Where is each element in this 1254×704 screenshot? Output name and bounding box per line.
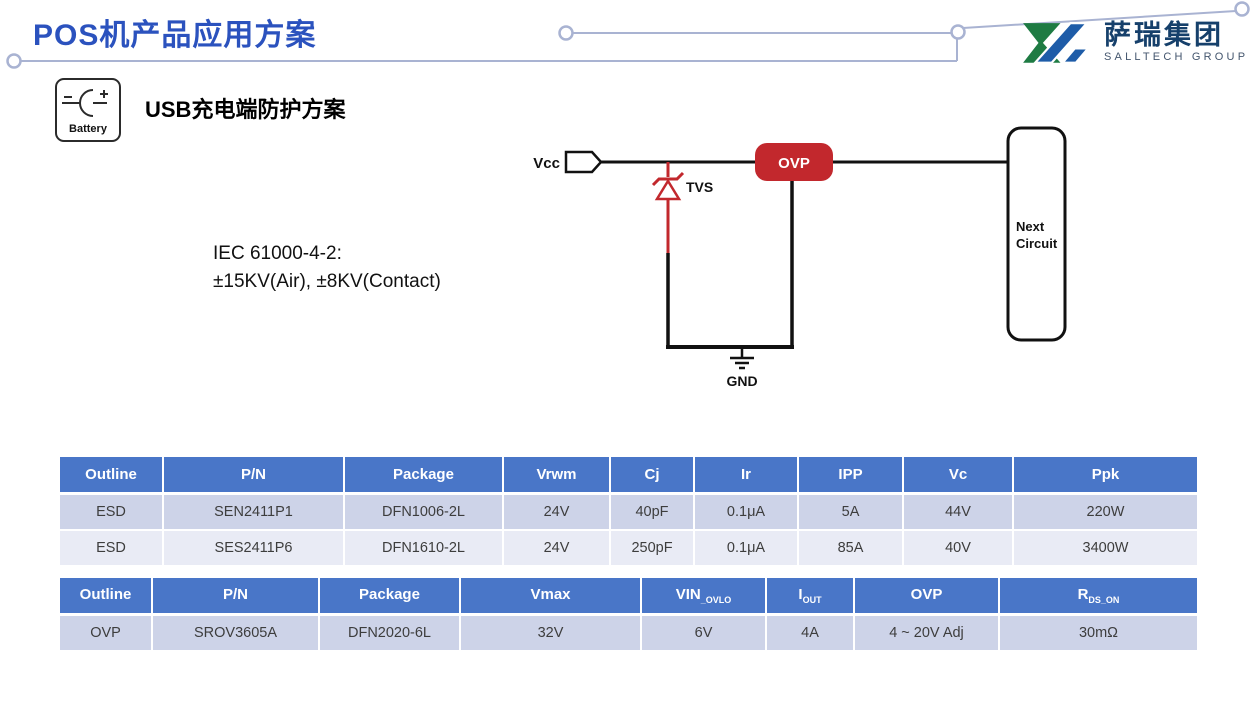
t1-header-cj: Cj <box>609 455 695 495</box>
t1-header-outline: Outline <box>58 455 164 495</box>
logo-name-cn: 萨瑞集团 <box>1104 20 1224 50</box>
deco-circle <box>6 53 22 69</box>
hdr-base: Package <box>359 586 420 603</box>
section-title: USB充电端防护方案 <box>145 97 346 122</box>
t1-cell: 0.1μA <box>693 492 799 531</box>
hdr-base: I <box>798 586 803 603</box>
deco-circle <box>558 25 574 41</box>
decorative-lines <box>6 1 1250 69</box>
hdr-sub: OUT <box>802 595 822 605</box>
battery-label: Battery <box>69 123 107 135</box>
table-header-row: Outline P/N Package Vrwm Cj Ir IPP Vc Pp… <box>58 455 1199 495</box>
tvs-label: TVS <box>686 179 713 195</box>
table-row: ESD SEN2411P1 DFN1006-2L 24V 40pF 0.1μA … <box>58 492 1199 531</box>
t2-cell: OVP <box>58 613 153 652</box>
deco-circle <box>950 24 966 40</box>
next-circuit-label-line1: Next <box>1016 219 1045 234</box>
t1-cell: 220W <box>1012 492 1199 531</box>
logo-name-en: SALLTECH GROUP <box>1104 51 1249 63</box>
logo-text: 萨瑞集团 SALLTECH GROUP <box>1104 22 1248 63</box>
salltech-logo-icon <box>1023 22 1091 64</box>
t1-cell: DFN1006-2L <box>343 492 504 531</box>
hdr-sub: DS_ON <box>1088 595 1120 605</box>
table-row: ESD SES2411P6 DFN1610-2L 24V 250pF 0.1μA… <box>58 529 1199 567</box>
hdr-base: OVP <box>910 586 943 603</box>
parts-tables: Outline P/N Package Vrwm Cj Ir IPP Vc Pp… <box>58 455 1199 652</box>
battery-icon: Battery <box>55 78 121 142</box>
t2-header-pn: P/N <box>151 576 320 616</box>
ovp-parts-table: Outline P/N Package Vmax VIN_OVLO IOUT O… <box>58 576 1199 652</box>
t2-cell: SROV3605A <box>151 613 320 652</box>
t2-cell: 4 ~ 20V Adj <box>853 613 1000 652</box>
t1-cell: 40V <box>902 529 1014 567</box>
ovp-label: OVP <box>778 155 810 172</box>
t1-header-vc: Vc <box>902 455 1014 495</box>
t1-header-pn: P/N <box>162 455 345 495</box>
t2-header-package: Package <box>318 576 461 616</box>
vcc-label: Vcc <box>533 155 560 172</box>
circuit-diagram: Vcc TVS OVP GND Next Circuit <box>533 126 1067 389</box>
next-circuit-label-line2: Circuit <box>1016 236 1058 251</box>
t1-cell: 250pF <box>609 529 695 567</box>
t2-header-ovp: OVP <box>853 576 1000 616</box>
t1-cell: 24V <box>502 492 611 531</box>
iec-line2: ±15KV(Air), ±8KV(Contact) <box>213 271 441 292</box>
company-logo: 萨瑞集团 SALLTECH GROUP <box>1016 22 1248 66</box>
page-title: POS机产品应用方案 <box>33 19 317 52</box>
hdr-sub: _OVLO <box>700 595 732 605</box>
vcc-connector <box>564 150 603 174</box>
esd-parts-table: Outline P/N Package Vrwm Cj Ir IPP Vc Pp… <box>58 455 1199 567</box>
t1-header-vrwm: Vrwm <box>502 455 611 495</box>
t1-cell: 24V <box>502 529 611 567</box>
t1-cell: 85A <box>797 529 904 567</box>
t1-cell: ESD <box>58 492 164 531</box>
ovp-block <box>755 143 833 181</box>
t2-cell: 6V <box>640 613 767 652</box>
t1-cell: 3400W <box>1012 529 1199 567</box>
t1-header-ir: Ir <box>693 455 799 495</box>
hdr-base: Vmax <box>530 586 571 603</box>
t1-header-ppk: Ppk <box>1012 455 1199 495</box>
iec-note: IEC 61000-4-2: ±15KV(Air), ±8KV(Contact) <box>213 240 441 296</box>
t1-cell: 5A <box>797 492 904 531</box>
t1-header-package: Package <box>343 455 504 495</box>
table-header-row: Outline P/N Package Vmax VIN_OVLO IOUT O… <box>58 576 1199 616</box>
t2-header-vmax: Vmax <box>459 576 642 616</box>
t1-cell: SEN2411P1 <box>162 492 345 531</box>
hdr-base: VIN <box>675 586 701 603</box>
t1-cell: SES2411P6 <box>162 529 345 567</box>
battery-symbol-icon <box>62 89 108 117</box>
gnd-label: GND <box>726 373 757 389</box>
hdr-base: P/N <box>222 586 248 603</box>
t2-cell: DFN2020-6L <box>318 613 461 652</box>
t1-cell: 40pF <box>609 492 695 531</box>
t1-cell: ESD <box>58 529 164 567</box>
next-circuit-block <box>1006 126 1067 342</box>
t1-cell: DFN1610-2L <box>343 529 504 567</box>
t2-cell: 4A <box>765 613 855 652</box>
deco-circle <box>1234 1 1250 17</box>
t2-header-outline: Outline <box>58 576 153 616</box>
t2-cell: 30mΩ <box>998 613 1199 652</box>
t2-header-rdson: RDS_ON <box>998 576 1199 616</box>
ground-symbol-icon <box>730 347 754 370</box>
table-row: OVP SROV3605A DFN2020-6L 32V 6V 4A 4 ~ 2… <box>58 613 1199 652</box>
iec-line1: IEC 61000-4-2: <box>213 243 342 264</box>
t2-cell: 32V <box>459 613 642 652</box>
t1-cell: 44V <box>902 492 1014 531</box>
tvs-diode-icon <box>651 162 685 347</box>
hdr-base: Outline <box>79 586 132 603</box>
t2-header-vin-ovlo: VIN_OVLO <box>640 576 767 616</box>
t1-cell: 0.1μA <box>693 529 799 567</box>
t2-header-iout: IOUT <box>765 576 855 616</box>
t1-header-ipp: IPP <box>797 455 904 495</box>
hdr-base: R <box>1077 586 1089 603</box>
